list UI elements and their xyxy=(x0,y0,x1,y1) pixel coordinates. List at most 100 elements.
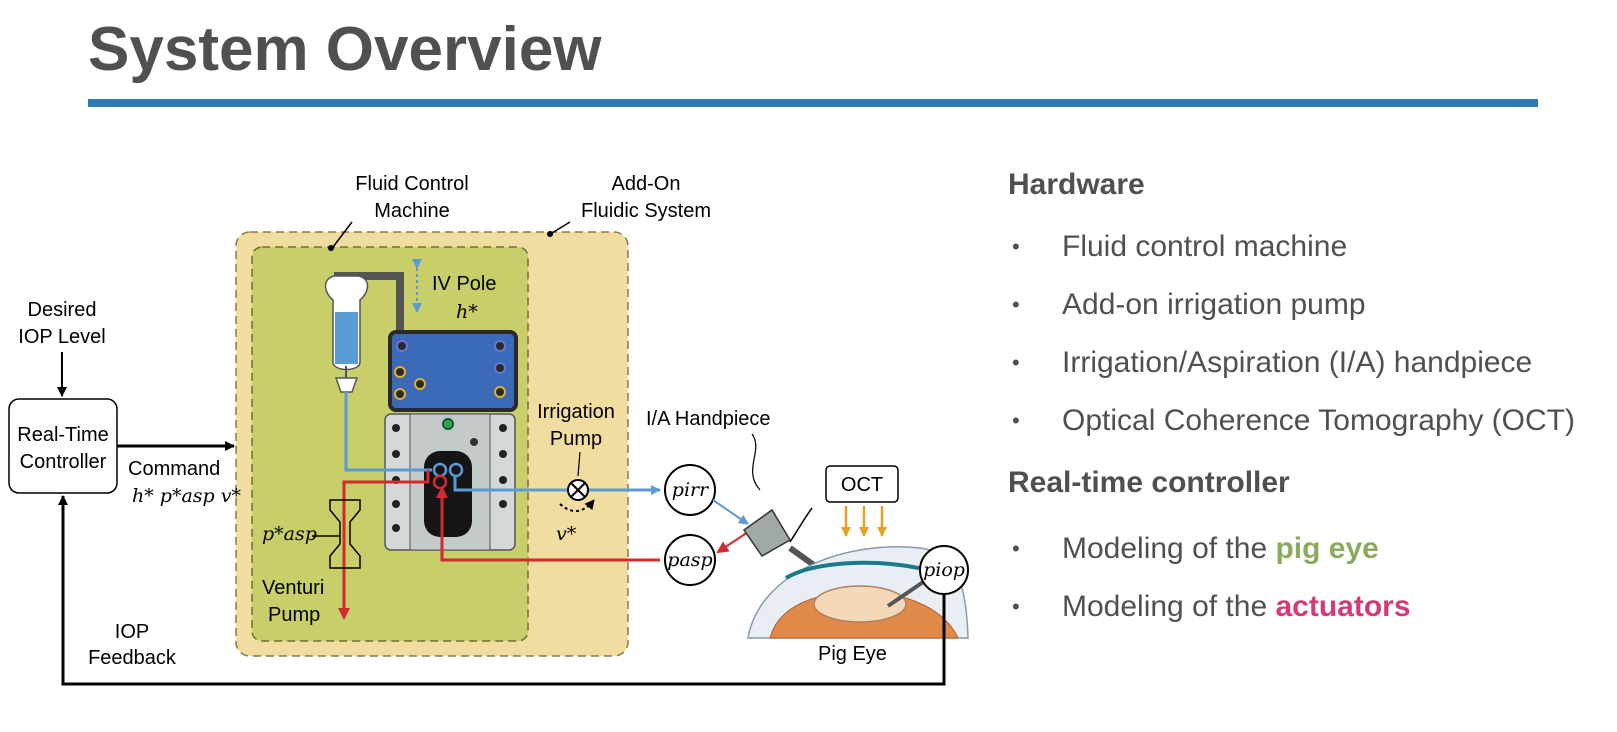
venturi-label-1: Venturi xyxy=(262,577,324,599)
control-panel xyxy=(388,330,518,412)
bullet-icon: • xyxy=(1012,594,1020,619)
aspiration-pressure-symbol: pasp xyxy=(667,549,712,571)
command-label: Command xyxy=(128,458,220,480)
irrigation-pump-cross xyxy=(570,482,586,498)
list-item: • Fluid control machine xyxy=(1008,228,1608,266)
irrigation-pump-label-2: Pump xyxy=(550,428,602,450)
handpiece-body xyxy=(742,508,792,557)
port xyxy=(394,388,406,400)
irrigation-line-bottle xyxy=(344,392,432,472)
title-underline xyxy=(88,99,1538,107)
irrigation-pump-label-1: Irrigation xyxy=(537,401,615,423)
machine-port xyxy=(392,450,400,458)
drip-chamber xyxy=(334,377,359,393)
item-prefix: Modeling of the xyxy=(1062,590,1268,623)
list-item: • Modeling of the pig eye xyxy=(1008,530,1608,568)
bullet-icon: • xyxy=(1012,350,1020,375)
venturi-pump-symbol xyxy=(329,499,361,569)
machine-port xyxy=(392,424,400,432)
hardware-item-label: Irrigation/Aspiration (I/A) handpiece xyxy=(1062,346,1533,379)
oct-box xyxy=(825,465,899,503)
slide-title: System Overview xyxy=(88,15,602,84)
hardware-item-label: Add-on irrigation pump xyxy=(1062,288,1366,321)
oct-label: OCT xyxy=(841,474,883,496)
bullet-icon: • xyxy=(1012,536,1020,561)
fluid-control-machine-label-1: Fluid Control xyxy=(355,173,468,195)
pig-eye-highlight: pig eye xyxy=(1275,532,1379,565)
addon-leader-dot xyxy=(547,231,553,237)
port xyxy=(396,340,408,352)
fluid-control-leader-dot xyxy=(328,245,334,251)
machine-knob xyxy=(470,438,478,446)
handpiece-to-aspiration xyxy=(716,531,749,554)
venturi-line xyxy=(338,470,430,620)
fluid-control-leader xyxy=(332,221,353,248)
cassette xyxy=(424,451,472,537)
iv-bottle-fluid xyxy=(335,312,358,364)
iop-feedback-label-2: Feedback xyxy=(88,647,177,669)
venturi-label-2: Pump xyxy=(268,604,320,626)
handpiece-label: I/A Handpiece xyxy=(646,408,771,430)
machine-port xyxy=(392,500,400,508)
cassette-aspiration-port xyxy=(432,474,448,490)
command-symbols: h* p*asp v* xyxy=(132,485,241,507)
port xyxy=(394,366,406,378)
venturi-pressure-symbol: p*asp xyxy=(262,523,317,545)
hardware-item-label: Optical Coherence Tomography (OCT) xyxy=(1062,404,1575,437)
machine-port xyxy=(392,524,400,532)
real-time-controller-box xyxy=(8,398,118,494)
pump-rotation-arrow xyxy=(559,499,595,512)
controller-label-2: Controller xyxy=(20,451,107,473)
actuators-highlight: actuators xyxy=(1275,590,1411,623)
addon-label-1: Add-On xyxy=(612,173,681,195)
machine-port xyxy=(499,500,507,508)
item-prefix: Modeling of the xyxy=(1062,532,1268,565)
list-item: • Optical Coherence Tomography (OCT) xyxy=(1008,402,1608,440)
handpiece-tube xyxy=(789,507,813,543)
list-item: • Irrigation/Aspiration (I/A) handpiece xyxy=(1008,344,1608,382)
irrigation-to-handpiece xyxy=(712,499,749,525)
pig-eye-label: Pig Eye xyxy=(818,643,887,665)
fluid-control-machine-label-2: Machine xyxy=(374,200,450,222)
cassette-irrigation-port xyxy=(432,462,448,478)
iop-feedback-line xyxy=(58,495,946,686)
controller-heading: Real-time controller xyxy=(1008,466,1290,499)
iv-pole-height-symbol: h* xyxy=(456,301,478,323)
bullet-icon: • xyxy=(1012,234,1020,259)
machine-port xyxy=(499,424,507,432)
aspiration-line xyxy=(436,486,660,562)
port xyxy=(494,340,506,352)
system-diagram: Fluid Control Machine Add-On Fluidic Sys… xyxy=(8,173,969,686)
iop-feedback-label-1: IOP xyxy=(115,621,149,643)
addon-leader xyxy=(551,221,571,234)
eye-lens xyxy=(813,585,907,623)
machine-port xyxy=(499,450,507,458)
irrigation-pump-leader xyxy=(577,451,581,477)
desired-iop-label-1: Desired xyxy=(28,299,97,321)
desired-iop-label-2: IOP Level xyxy=(18,326,105,348)
hardware-item-label: Fluid control machine xyxy=(1062,230,1348,263)
iv-pole-label: IV Pole xyxy=(432,273,496,295)
controller-label-1: Real-Time xyxy=(17,424,109,446)
irrigation-pressure-sensor xyxy=(664,464,716,516)
aspiration-pressure-sensor xyxy=(664,534,716,586)
controller-list: • Modeling of the pig eye • Modeling of th… xyxy=(1008,530,1608,626)
hardware-list: • Fluid control machine • Add-on irrigatio… xyxy=(1008,228,1608,440)
port xyxy=(414,378,426,390)
hardware-heading: Hardware xyxy=(1008,168,1145,201)
bullet-icon: • xyxy=(1012,408,1020,433)
pump-speed-symbol: v* xyxy=(556,523,577,545)
irrigation-pressure-symbol: pirr xyxy=(672,479,710,501)
port xyxy=(494,386,506,398)
list-item: • Modeling of the actuators xyxy=(1008,588,1608,626)
list-item: • Add-on irrigation pump xyxy=(1008,286,1608,324)
bullet-icon: • xyxy=(1012,292,1020,317)
addon-label-2: Fluidic System xyxy=(581,200,711,222)
machine-port xyxy=(499,476,507,484)
iop-pressure-symbol: piop xyxy=(923,559,965,581)
handpiece-leader xyxy=(751,433,761,491)
cassette-irrigation-port-2 xyxy=(448,462,464,478)
status-led xyxy=(442,418,454,430)
info-panel: Hardware • Fluid control machine • Add-on … xyxy=(1008,168,1608,626)
port xyxy=(494,362,506,374)
